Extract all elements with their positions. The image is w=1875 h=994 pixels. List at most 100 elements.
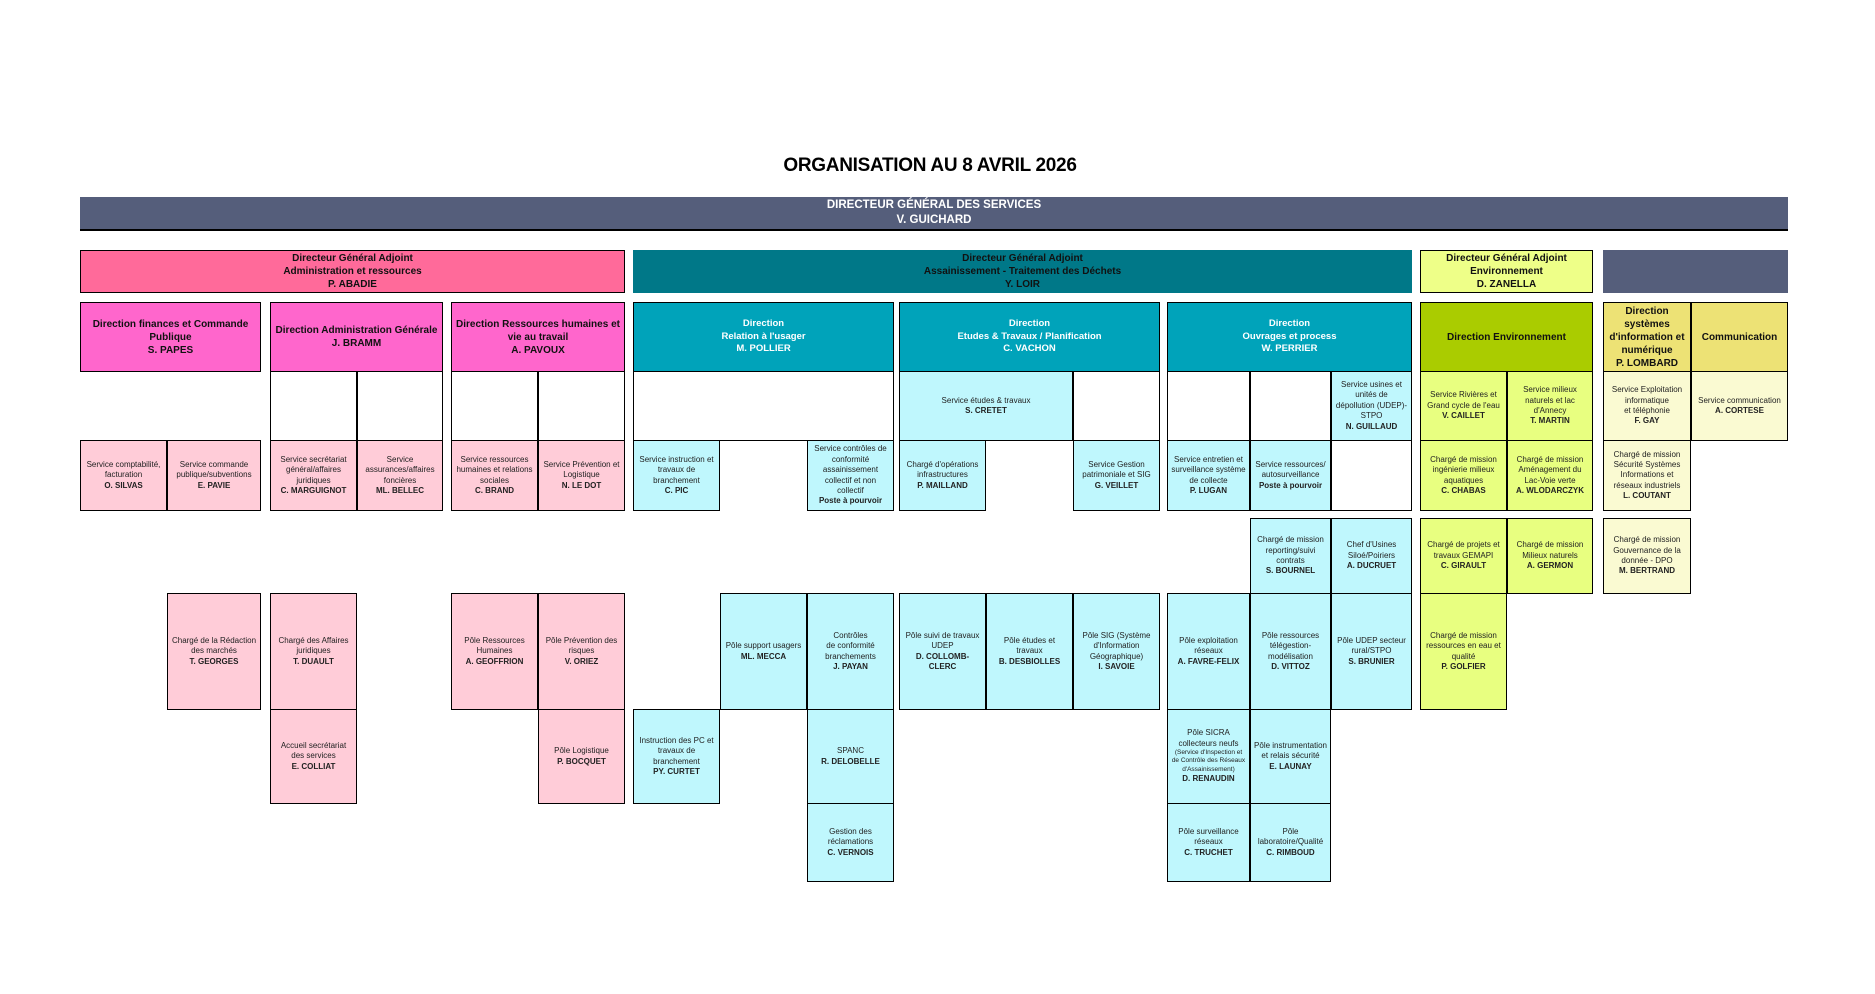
box-label: Service assurances/affaires foncières <box>365 454 435 485</box>
box-name: W. PERRIER <box>1261 343 1318 355</box>
org-box-dir-si: Direction systèmes d'information et numé… <box>1603 302 1691 372</box>
box-name: P. ABADIE <box>328 279 377 290</box>
box-name: A. GERMON <box>1526 561 1574 571</box>
box-name: V. GUICHARD <box>896 214 972 226</box>
box-label: Chargé de mission Aménagement du Lac-Voi… <box>1516 454 1584 485</box>
box-label: Pôle ressources télégestion-modélisation <box>1261 630 1320 661</box>
box-label: Pôle surveillance réseaux <box>1178 826 1239 847</box>
box-name: D. COLLOMB-CLERC <box>915 651 970 671</box>
org-box-dga-assain: Directeur Général Adjoint Assainissement… <box>633 250 1412 293</box>
box-name: J. BRAMM <box>331 338 382 349</box>
page-title: ORGANISATION AU 8 AVRIL 2026 <box>783 155 1077 176</box>
box-name: T. DUAULT <box>293 656 334 666</box>
box-name: R. DELOBELLE <box>821 756 880 766</box>
box-label: Direction systèmes d'information et numé… <box>1609 305 1685 356</box>
org-box-ch-eau: Chargé de mission ressources en eau et q… <box>1420 593 1507 710</box>
box-name: A. PAVOUX <box>511 344 565 356</box>
box-name: A. FAVRE-FELIX <box>1177 656 1240 666</box>
box-name: M. BERTRAND <box>1619 566 1675 576</box>
org-box-dir-admin: Direction Administration Générale J. BRAM… <box>270 302 443 372</box>
org-box-svc-secretariat: Service secrétariat général/affaires jur… <box>270 440 357 511</box>
box-label: Gestion des réclamations <box>827 826 874 847</box>
box-label: Service entretien et surveillance systèm… <box>1171 454 1246 485</box>
box-label: Pôle suivi de travaux UDEP <box>905 630 980 651</box>
box-name: A. DUCRUET <box>1346 561 1397 571</box>
box-label: Chargé de mission Sécurité Systèmes Info… <box>1613 449 1681 490</box>
box-name: D. ZANELLA <box>1476 279 1537 290</box>
box-name: P. LUGAN <box>1189 485 1228 495</box>
box-label: Service communication <box>1698 395 1781 405</box>
empty-box <box>633 371 894 441</box>
empty-box <box>1073 371 1160 441</box>
org-box-svc-commande: Service commande publique/subventions E.… <box>167 440 261 511</box>
empty-box <box>1250 371 1331 441</box>
box-name: Poste à pourvoir <box>1258 480 1323 490</box>
box-label: Service Rivières et Grand cycle de l'eau <box>1427 390 1500 410</box>
box-label: Chargé de mission ressources en eau et q… <box>1426 630 1501 661</box>
box-name: S. BOURNEL <box>1265 566 1316 576</box>
empty-box <box>357 371 443 441</box>
box-label: Direction Relation à l'usager <box>721 318 806 342</box>
box-label: Chargé d'opérations infrastructures <box>906 459 979 480</box>
box-name: P. GOLFIER <box>1441 661 1486 671</box>
org-box-svc-milieux: Service milieux naturels et lac d'Annecy… <box>1507 371 1593 441</box>
box-label: Chargé de mission ingénierie milieux aqu… <box>1430 454 1497 485</box>
box-label: DIRECTEUR GÉNÉRAL DES SERVICES <box>826 199 1042 212</box>
box-name: E. LAUNAY <box>1269 761 1312 771</box>
box-name: F. GAY <box>1634 416 1660 426</box>
box-name: Poste à pourvoir <box>818 496 883 506</box>
box-label: Service commande publique/subventions <box>176 459 252 480</box>
box-label: Direction Environnement <box>1447 331 1566 343</box>
box-name: D. RENAUDIN <box>1182 774 1235 784</box>
box-label: Pôle Prévention des risques <box>545 635 618 656</box>
box-label: Service usines et unités de dépollution … <box>1335 380 1408 421</box>
box-label: Service contrôles de conformité assainis… <box>814 444 887 495</box>
box-label: Chargé des Affaires juridiques <box>278 635 349 656</box>
empty-box <box>451 371 538 441</box>
box-name: A. CORTESE <box>1715 406 1764 415</box>
box-name: S. BRUNIER <box>1348 656 1395 666</box>
box-label: Direction Ouvrages et process <box>1242 318 1337 342</box>
box-label: Directeur Général Adjoint Administration… <box>283 253 422 277</box>
empty-box <box>270 371 357 441</box>
box-label: Pôle SIG (Système d'Information Géograph… <box>1082 630 1151 661</box>
box-label: Directeur Général Adjoint Assainissement… <box>923 253 1122 277</box>
box-name: S. CRETET <box>965 406 1007 415</box>
box-name: C. BRAND <box>474 485 515 495</box>
box-label: Service Exploitation informatique et tél… <box>1611 385 1683 415</box>
org-box-dga-admin: Directeur Général Adjoint Administration… <box>80 250 625 293</box>
org-box-ch-securite: Chargé de mission Sécurité Systèmes Info… <box>1603 440 1691 511</box>
org-box-svc-controles: Service contrôles de conformité assainis… <box>807 440 894 511</box>
box-name: ML. BELLEC <box>376 485 424 495</box>
box-label: Service secrétariat général/affaires jur… <box>280 454 347 485</box>
org-box-svc-prevention: Service Prévention et Logistique N. LE D… <box>538 440 625 511</box>
box-name: V. CAILLET <box>1442 411 1485 421</box>
org-box-dir-rh: Direction Ressources humaines et vie au … <box>451 302 625 372</box>
box-name: A. WLODARCZYK <box>1516 485 1584 495</box>
box-label: Service ressources/ autosurveillance <box>1255 459 1326 480</box>
org-box-svc-instruction: Service instruction et travaux de branch… <box>633 440 720 511</box>
box-name: ML. MECCA <box>740 651 787 661</box>
org-box-dir-ouv: Direction Ouvrages et process W. PERRIER <box>1167 302 1412 372</box>
box-label: Direction Administration Générale <box>275 325 438 336</box>
box-name: N. LE DOT <box>561 480 602 490</box>
box-name: B. DESBIOLLES <box>998 656 1061 666</box>
box-name: T. GEORGES <box>189 656 239 666</box>
org-box-svc-rh: Service ressources humaines et relations… <box>451 440 538 511</box>
box-label: Pôle instrumentation et relais sécurité <box>1254 740 1327 761</box>
